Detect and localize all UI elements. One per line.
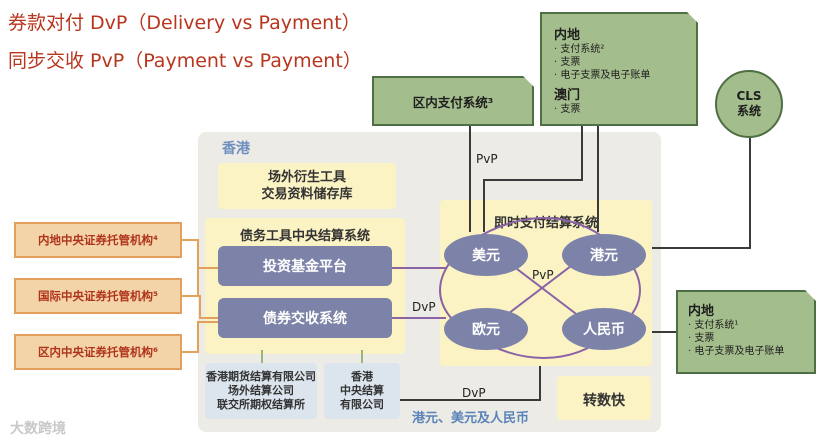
currency-caption: 港元、美元及人民币: [412, 411, 530, 426]
pvp-center-label: PvP: [532, 268, 554, 282]
macau-item: · 支票: [554, 104, 581, 115]
bond-settlement-system: 债券交收系统: [218, 298, 392, 338]
mainland-right-item: · 支票: [688, 333, 715, 344]
macau-title: 澳门: [554, 88, 581, 103]
mainland-right-title: 内地: [688, 304, 715, 319]
cmu-title: 债务工具中央结算系统: [239, 229, 370, 244]
csd-link: [182, 295, 218, 319]
currency-usd: 美元: [444, 234, 528, 276]
clearing-house-2: 场外结算公司: [228, 384, 294, 397]
hongkong-label: 香港: [222, 141, 250, 157]
otc-repository-box: 场外衍生工具 交易资料储存库: [218, 163, 396, 209]
pvp-title: 同步交收 PvP（Payment vs Payment）: [8, 50, 362, 72]
dvp-bottom-label: DvP: [462, 386, 486, 400]
mainland-top-item: · 电子支票及电子账单: [554, 70, 651, 81]
csd-link: [182, 321, 218, 353]
mainland-top-item: · 支票: [554, 57, 581, 68]
cls-line1: CLS: [736, 89, 762, 103]
investment-fund-platform: 投资基金平台: [218, 246, 392, 286]
ccass-line1: 香港: [351, 370, 373, 383]
clearing-houses-box: 香港期货结算有限公司 场外结算公司 联交所期权结算所: [205, 363, 317, 419]
international-csd: 国际中央证券托管机构⁵: [14, 278, 182, 314]
regional-csd: 区内中央证券托管机构⁶: [14, 334, 182, 370]
csd-link: [182, 239, 218, 269]
currency-rmb: 人民币: [562, 308, 646, 350]
mainland-right-box: 内地 · 支付系统¹ · 支票 · 电子支票及电子账单: [676, 290, 816, 374]
mainland-csd: 内地中央证券托管机构⁴: [14, 222, 182, 258]
pvp-top-label: PvP: [476, 152, 498, 166]
mainland-top-item: · 支付系统²: [554, 44, 605, 55]
mainland-to-usd-link: [483, 126, 583, 232]
cls-line2: 系统: [736, 104, 761, 118]
mainland-right-item: · 电子支票及电子账单: [688, 346, 785, 357]
mainland-macau-box: 内地 · 支付系统² · 支票 · 电子支票及电子账单 澳门 · 支票: [540, 12, 698, 126]
currency-eur: 欧元: [444, 308, 528, 350]
mainland-top-title: 内地: [554, 28, 581, 43]
otc-repository-line2: 交易资料储存库: [261, 187, 353, 202]
currency-hkd: 港元: [562, 234, 646, 276]
mainland-right-item: · 支付系统¹: [688, 320, 739, 331]
dvp-mid-label: DvP: [412, 300, 436, 314]
otc-repository-line1: 场外衍生工具: [267, 170, 346, 185]
ccass-to-rtgs-link: [400, 366, 541, 401]
fps-box: [557, 376, 651, 420]
clearing-house-1: 香港期货结算有限公司: [206, 370, 316, 383]
cls-link: [652, 138, 751, 249]
ccass-line2: 中央结算: [340, 384, 384, 397]
ccass-box: 香港 中央结算 有限公司: [324, 363, 400, 419]
ccass-line3: 有限公司: [340, 398, 384, 411]
dvp-title: 券款对付 DvP（Delivery vs Payment）: [8, 12, 361, 34]
cls-system: CLS 系统: [715, 70, 783, 138]
watermark: 大数跨境: [10, 421, 66, 437]
clearing-house-3: 联交所期权结算所: [217, 398, 305, 411]
regional-payment-system: 区内支付系统³: [372, 76, 534, 126]
fps-label: 转数快: [583, 393, 625, 409]
